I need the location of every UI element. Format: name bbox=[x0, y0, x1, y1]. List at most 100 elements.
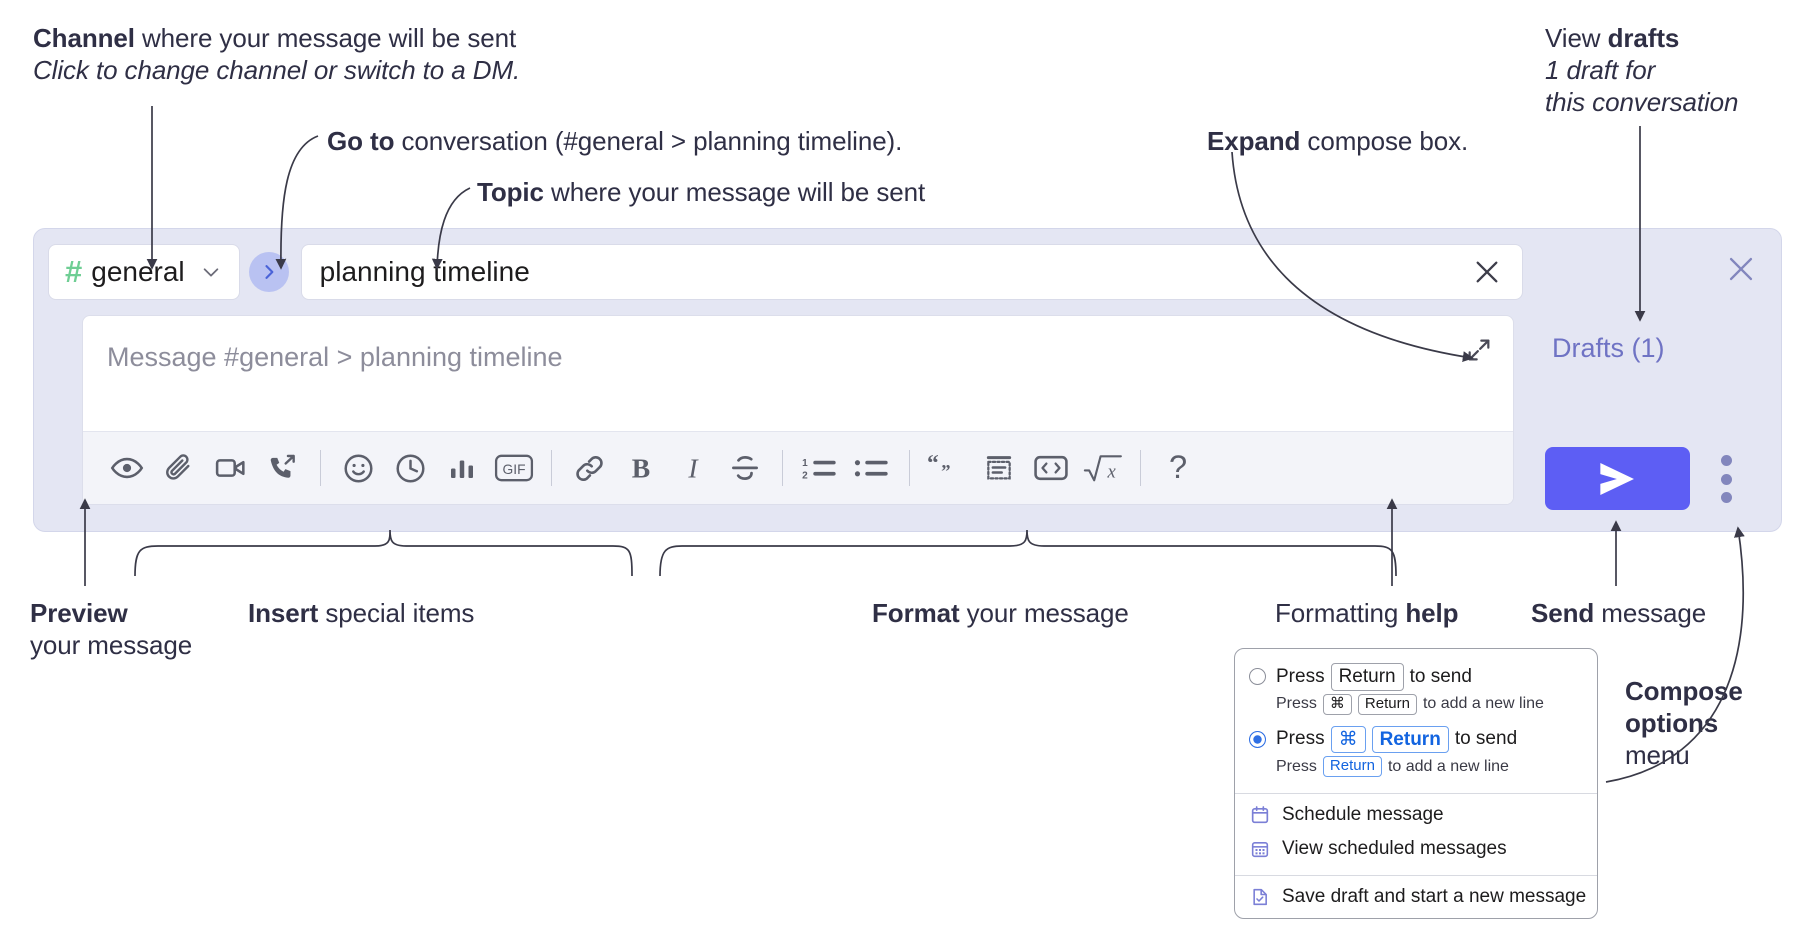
close-icon[interactable] bbox=[1466, 251, 1508, 293]
key-command: ⌘ bbox=[1322, 693, 1352, 715]
annotation-expand-rest: compose box. bbox=[1300, 126, 1469, 156]
send-option-return-hint: Press ⌘ Return to add a new line bbox=[1235, 691, 1597, 722]
clock-icon[interactable] bbox=[384, 442, 436, 494]
toolbar-separator bbox=[1140, 450, 1141, 486]
svg-text:GIF: GIF bbox=[503, 462, 526, 477]
svg-text:I: I bbox=[687, 452, 699, 483]
annotation-expand: Expand compose box. bbox=[1207, 125, 1468, 157]
key-return: Return bbox=[1330, 663, 1404, 691]
bold-icon[interactable]: B bbox=[615, 442, 667, 494]
goto-conversation-button[interactable] bbox=[248, 252, 289, 292]
annotation-goto-bold: Go to bbox=[327, 126, 395, 156]
annotation-channel: Channel where your message will be sent … bbox=[33, 22, 520, 86]
annotation-insert-rest: special items bbox=[318, 598, 475, 628]
svg-text:“: “ bbox=[927, 451, 939, 476]
annotation-channel-rest: where your message will be sent bbox=[134, 23, 517, 53]
svg-text:B: B bbox=[632, 452, 650, 483]
topic-value: planning timeline bbox=[319, 256, 530, 287]
annotation-send-bold: Send bbox=[1531, 598, 1595, 628]
strikethrough-icon[interactable] bbox=[719, 442, 771, 494]
send-option-return-label: Press Return to send bbox=[1276, 663, 1472, 691]
annotation-preview-bold: Preview bbox=[30, 598, 128, 628]
channel-picker[interactable]: # general bbox=[48, 244, 240, 300]
more-vertical-dot bbox=[1720, 455, 1732, 466]
code-block-icon[interactable] bbox=[973, 442, 1025, 494]
menu-item-schedule-message[interactable]: Schedule message bbox=[1235, 798, 1597, 832]
topic-input[interactable]: planning timeline bbox=[300, 244, 1523, 300]
emoji-icon[interactable] bbox=[332, 442, 384, 494]
radio-selected-icon[interactable] bbox=[1249, 730, 1266, 748]
annotation-preview-line2: your message bbox=[30, 630, 193, 661]
menu-item-save-draft[interactable]: Save draft and start a new message bbox=[1235, 880, 1597, 914]
code-inline-icon[interactable] bbox=[1025, 442, 1077, 494]
send-option-cmd-return-label: Press ⌘ Return to send bbox=[1276, 725, 1518, 754]
annotation-compose-options-line2: options bbox=[1625, 708, 1719, 739]
poll-icon[interactable] bbox=[436, 442, 488, 494]
annotation-preview: Preview your message bbox=[30, 597, 192, 661]
annotation-drafts-bold: drafts bbox=[1607, 23, 1680, 53]
toolbar-separator bbox=[909, 450, 910, 486]
hint-post: to add a new line bbox=[1387, 757, 1509, 775]
menu-item-view-scheduled-messages[interactable]: View scheduled messages bbox=[1235, 832, 1597, 866]
annotation-drafts-italic1: 1 draft for bbox=[1545, 55, 1656, 86]
annotation-send-rest: message bbox=[1594, 598, 1707, 628]
attachment-icon[interactable] bbox=[153, 442, 205, 494]
calendar-schedule-icon bbox=[1249, 804, 1271, 826]
annotation-format: Format your message bbox=[872, 597, 1129, 629]
annotation-topic-bold: Topic bbox=[477, 177, 544, 207]
help-icon[interactable]: ? bbox=[1152, 442, 1204, 494]
ordered-list-icon[interactable]: 1 2 bbox=[794, 442, 846, 494]
annotation-goto-rest: conversation (#general > planning timeli… bbox=[394, 126, 903, 156]
send-option-cmd-return[interactable]: Press ⌘ Return to send bbox=[1235, 722, 1597, 754]
annotation-expand-bold: Expand bbox=[1207, 126, 1301, 156]
hash-icon: # bbox=[65, 253, 83, 289]
close-icon[interactable] bbox=[1719, 247, 1763, 291]
audio-clip-icon[interactable] bbox=[257, 442, 309, 494]
brace-insert bbox=[134, 529, 633, 577]
expand-icon[interactable] bbox=[1459, 330, 1499, 370]
menu-item-label: Save draft and start a new message bbox=[1282, 886, 1587, 907]
preview-icon[interactable] bbox=[101, 442, 153, 494]
annotation-format-rest: your message bbox=[959, 598, 1129, 628]
send-button[interactable] bbox=[1545, 447, 1690, 510]
send-option-cmd-return-post: to send bbox=[1454, 728, 1518, 750]
annotation-help-lead: Formatting bbox=[1275, 598, 1406, 628]
annotation-compose-options-line1: Compose bbox=[1625, 676, 1743, 706]
svg-text:x: x bbox=[1107, 462, 1117, 483]
message-placeholder: Message #general > planning timeline bbox=[107, 342, 563, 372]
svg-text:1: 1 bbox=[802, 458, 808, 469]
channel-name: general bbox=[91, 256, 185, 287]
compose-options-menu: Press Return to send Press ⌘ Return to a… bbox=[1234, 648, 1598, 919]
blockquote-icon[interactable]: “ ” bbox=[921, 442, 973, 494]
hint-pre: Press bbox=[1276, 695, 1317, 713]
radio-unselected-icon[interactable] bbox=[1249, 668, 1266, 686]
link-icon[interactable] bbox=[563, 442, 615, 494]
toolbar-separator bbox=[782, 450, 783, 486]
send-option-cmd-return-pre: Press bbox=[1276, 728, 1325, 750]
annotation-channel-bold: Channel bbox=[33, 23, 135, 53]
key-return: Return bbox=[1371, 725, 1449, 754]
video-camera-icon[interactable] bbox=[205, 442, 257, 494]
svg-text:2: 2 bbox=[802, 471, 808, 482]
more-vertical-dot bbox=[1720, 473, 1732, 485]
math-icon[interactable]: x bbox=[1077, 442, 1129, 494]
save-draft-icon bbox=[1249, 886, 1271, 908]
gif-icon[interactable]: GIF bbox=[488, 442, 540, 494]
send-option-return[interactable]: Press Return to send bbox=[1235, 659, 1597, 691]
annotation-help-bold: help bbox=[1405, 598, 1459, 628]
annotation-drafts-lead: View bbox=[1545, 23, 1608, 53]
drafts-link[interactable]: Drafts (1) bbox=[1552, 333, 1665, 363]
annotation-help: Formatting help bbox=[1275, 597, 1459, 629]
menu-divider bbox=[1235, 793, 1597, 794]
annotation-topic: Topic where your message will be sent bbox=[477, 176, 925, 208]
toolbar-separator bbox=[551, 450, 552, 486]
chevron-down-icon[interactable] bbox=[200, 261, 222, 283]
annotation-format-bold: Format bbox=[872, 598, 960, 628]
more-vertical-dot bbox=[1720, 492, 1732, 503]
svg-text:?: ? bbox=[1169, 451, 1187, 485]
italic-icon[interactable]: I bbox=[667, 442, 719, 494]
annotation-drafts-italic2: this conversation bbox=[1545, 87, 1739, 118]
compose-options-button[interactable] bbox=[1712, 455, 1740, 503]
bulleted-list-icon[interactable] bbox=[846, 442, 898, 494]
message-compose-box[interactable]: Message #general > planning timeline bbox=[82, 315, 1514, 505]
